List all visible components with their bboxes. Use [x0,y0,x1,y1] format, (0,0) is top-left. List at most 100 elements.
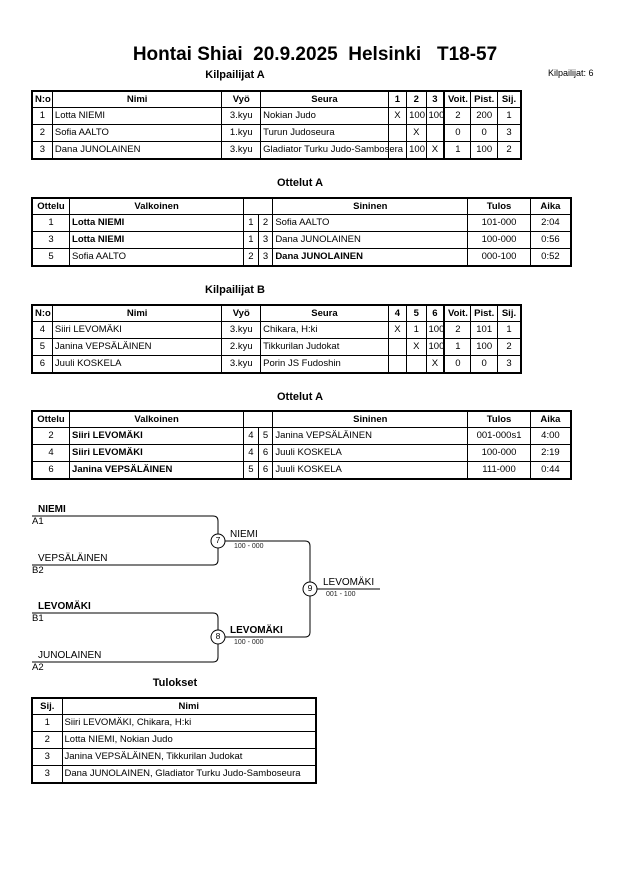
cell: 1 [496,107,522,125]
cell: Juuli KOSKELA [272,461,469,480]
cell: Dana JUNOLAINEN [51,141,223,160]
col-opp1: 1 [387,90,408,108]
bracket-b1-name: LEVOMÄKI [38,601,91,612]
bracket-a2-seed: A2 [32,662,44,673]
cell: Janina VEPSÄLÄINEN [51,338,223,356]
bracket-line-a1 [32,515,219,536]
cell: Sofia AALTO [69,248,245,267]
bracket-line-b2 [32,548,219,566]
cell: 2:19 [529,444,572,462]
cell: 2 [496,141,522,160]
cell: 100 [425,338,445,356]
bracket-b2-seed: B2 [32,565,44,576]
cell: Juuli KOSKELA [51,355,223,374]
cell: 3 [496,355,522,374]
cell: Porin JS Fudoshin [260,355,389,374]
match-8-number: 8 [215,631,221,641]
bracket-a1-name: NIEMI [38,504,66,515]
cell: X [425,141,445,160]
table-row: 5 Sofia AALTO 2 3 Dana JUNOLAINEN 000-10… [31,248,572,267]
cell: 100 [406,141,427,160]
table-row: 1 Siiri LEVOMÄKI, Chikara, H:ki [31,714,317,732]
table-row: 4 Siiri LEVOMÄKI 4 6 Juuli KOSKELA 100-0… [31,444,572,462]
cell: 100 [425,107,445,125]
match-7-circle [210,533,226,549]
cell: 0 [470,124,498,142]
matches-a-table: Ottelu Valkoinen Sininen Tulos Aika 1 Lo… [31,197,572,267]
cell: 2 [496,338,522,356]
cell [387,338,408,356]
results-title: Tulokset [152,677,198,689]
col-place: Sij. [496,90,522,108]
cell: 3 [31,765,63,784]
pool-b-title: Kilpailijat B [205,284,265,296]
bracket-b1-seed: B1 [32,613,44,624]
cell: Lotta NIEMI [69,231,245,249]
results-table: Sij. Nimi 1 Siiri LEVOMÄKI, Chikara, H:k… [31,697,317,784]
cell: Siiri LEVOMÄKI, Chikara, H:ki [61,714,317,732]
cell: 100 [470,338,498,356]
bracket-m7-winner: NIEMI [230,529,258,540]
cell: 3 [31,748,63,766]
bracket-m8-winner: LEVOMÄKI [230,625,283,636]
table-row: 5 Janina VEPSÄLÄINEN 2.kyu Tikkurilan Ju… [31,338,522,356]
col-name: Nimi [61,697,317,715]
bracket-line-b1 [32,612,219,630]
bracket-m9-score: 001 - 100 [326,591,356,598]
bracket-m9-winner: LEVOMÄKI [323,577,375,588]
table-row: 2 Sofia AALTO 1.kyu Turun Judoseura X 0 … [31,124,522,142]
bracket-m8-score: 100 - 000 [234,639,264,646]
cell: 2 [31,731,63,749]
cell: 100-000 [467,231,531,249]
matches-b-title: Ottelut A [276,391,324,403]
cell: 3 [257,231,274,249]
cell: 2 [31,124,53,142]
cell: 100 [470,141,498,160]
cell: Janina VEPSÄLÄINEN [69,461,245,480]
match-7-number: 7 [215,535,221,545]
col-place: Sij. [31,697,63,715]
table-row: 2 Lotta NIEMI, Nokian Judo [31,731,317,749]
competitor-count: Kilpailijat: 6 [548,68,594,78]
cell: 0:44 [529,461,572,480]
cell: 0:56 [529,231,572,249]
pool-a-table: N:o Nimi Vyö Seura 1 2 3 Voit. Pist. Sij… [31,90,522,160]
table-row: 3 Lotta NIEMI 1 3 Dana JUNOLAINEN 100-00… [31,231,572,249]
table-row: 1 Lotta NIEMI 1 2 Sofia AALTO 101-000 2:… [31,214,572,232]
match-9-circle [302,581,318,597]
page-title: Hontai Shiai 20.9.2025 Helsinki T18-57 [132,44,498,65]
cell: 3 [31,231,71,249]
cell [387,124,408,142]
match-8-circle [210,629,226,645]
cell: Juuli KOSKELA [272,444,469,462]
pool-a-title: Kilpailijat A [205,69,265,81]
bracket-line-m8 [225,595,311,638]
cell: Siiri LEVOMÄKI [69,444,245,462]
cell: 5 [31,248,71,267]
pool-b-table: N:o Nimi Vyö Seura 4 5 6 Voit. Pist. Sij… [31,304,522,374]
cell: 1.kyu [221,124,262,142]
match-9-number: 9 [307,583,313,593]
matches-b-header-row: Ottelu Valkoinen Sininen Tulos Aika [31,410,572,428]
cell: 1 [31,714,63,732]
cell [387,355,408,374]
bracket-line-a2 [32,643,219,663]
cell: 100-000 [467,444,531,462]
cell: 000-100 [467,248,531,267]
cell: Janina VEPSÄLÄINEN, Tikkurilan Judokat [61,748,317,766]
cell: Dana JUNOLAINEN [272,231,469,249]
bracket-line-m7 [225,540,311,582]
table-row: 3 Dana JUNOLAINEN 3.kyu Gladiator Turku … [31,141,522,160]
matches-b-table: Ottelu Valkoinen Sininen Tulos Aika 2 Si… [31,410,572,480]
table-row: 1 Lotta NIEMI 3.kyu Nokian Judo X 100 10… [31,107,522,125]
cell: Lotta NIEMI, Nokian Judo [61,731,317,749]
cell: 3 [496,124,522,142]
matches-a-title: Ottelut A [276,177,324,189]
cell: 101 [470,321,498,339]
table-row: 4 Siiri LEVOMÄKI 3.kyu Chikara, H:ki X 1… [31,321,522,339]
table-row: 6 Janina VEPSÄLÄINEN 5 6 Juuli KOSKELA 1… [31,461,572,480]
cell: 2 [243,248,259,267]
table-row: 6 Juuli KOSKELA 3.kyu Porin JS Fudoshin … [31,355,522,374]
cell: 3 [31,141,53,160]
